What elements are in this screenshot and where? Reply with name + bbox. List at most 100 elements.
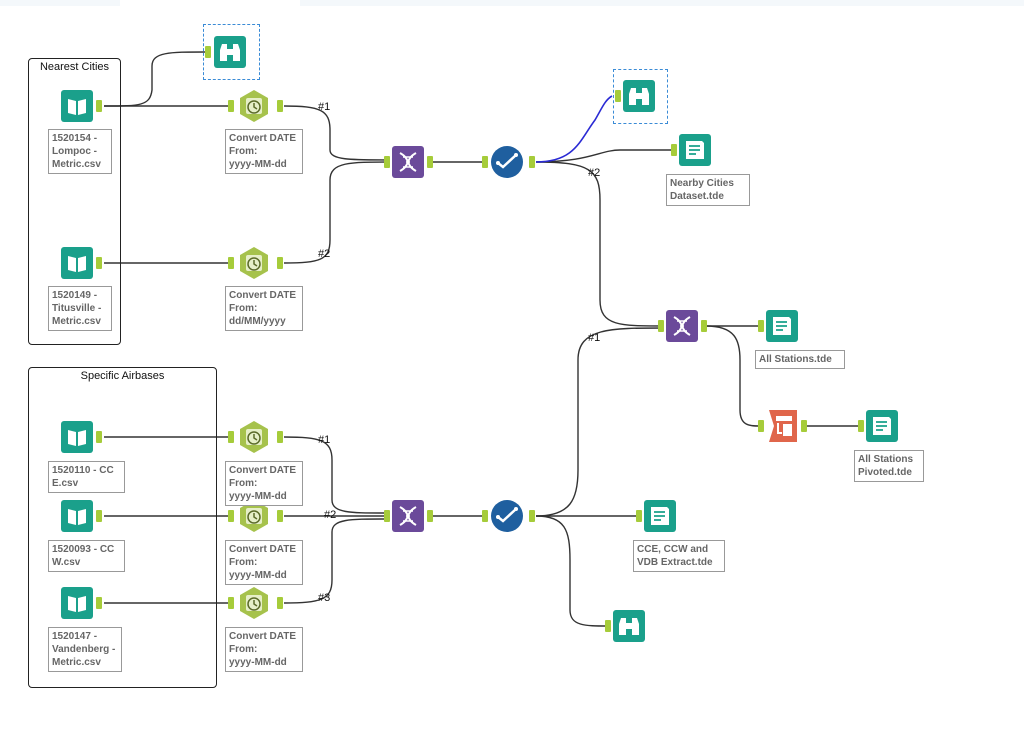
output-anchor[interactable] (277, 431, 283, 443)
input-label-titusville: 1520149 - Titusville - Metric.csv (48, 286, 112, 331)
wire-union2-transpose[interactable] (705, 325, 761, 427)
input-tool-vandenberg[interactable] (60, 586, 94, 620)
output-anchor[interactable] (701, 320, 707, 332)
container-title: Specific Airbases (80, 370, 165, 382)
output-anchor[interactable] (427, 510, 433, 522)
formula-tool-3[interactable] (237, 420, 271, 454)
output-anchor[interactable] (529, 510, 535, 522)
output-anchor[interactable] (96, 100, 102, 112)
input-anchor[interactable] (205, 46, 211, 58)
output-label-all-stations: All Stations.tde (755, 350, 845, 369)
input-anchor[interactable] (228, 100, 234, 112)
input-label-ccw: 1520093 - CC W.csv (48, 540, 125, 572)
input-anchor[interactable] (658, 320, 664, 332)
input-anchor[interactable] (636, 510, 642, 522)
wire-formula3-union3[interactable] (283, 436, 385, 514)
clock-formula-icon (240, 500, 268, 532)
formula-tool-4[interactable] (237, 499, 271, 533)
container-title: Nearest Cities (39, 61, 110, 73)
input-anchor[interactable] (228, 257, 234, 269)
transpose-icon (769, 410, 797, 442)
input-tool-ccw[interactable] (60, 499, 94, 533)
wire-select2-union2[interactable] (535, 327, 665, 517)
output-label-pivoted: All Stations Pivoted.tde (854, 450, 924, 482)
formula-label-3: Convert DATE From: yyyy-MM-dd (225, 461, 303, 506)
union-tool-1[interactable] (391, 145, 425, 179)
input-anchor[interactable] (228, 597, 234, 609)
canvas-top-strip (0, 0, 1024, 6)
browse-tool-bottom[interactable] (612, 609, 646, 643)
binoculars-icon (623, 80, 655, 112)
input-anchor[interactable] (228, 510, 234, 522)
output-tool-all-stations[interactable] (765, 309, 799, 343)
union-tool-3[interactable] (391, 499, 425, 533)
binoculars-icon (613, 610, 645, 642)
connection-label: #3 (318, 592, 331, 604)
container-nearest-cities[interactable]: Nearest Cities (28, 58, 121, 345)
output-anchor[interactable] (96, 597, 102, 609)
browse-selection-box (203, 24, 260, 80)
select-tool-2[interactable] (490, 499, 524, 533)
output-tool-pivoted[interactable] (865, 409, 899, 443)
output-anchor[interactable] (427, 156, 433, 168)
output-tool-cce-extract[interactable] (643, 499, 677, 533)
output-anchor[interactable] (277, 257, 283, 269)
output-anchor[interactable] (277, 510, 283, 522)
input-anchor[interactable] (482, 156, 488, 168)
formula-label-2: Convert DATE From: dd/MM/yyyy (225, 286, 303, 331)
input-anchor[interactable] (858, 420, 864, 432)
wire-formula1-union1[interactable] (283, 105, 391, 161)
input-anchor[interactable] (671, 144, 677, 156)
input-anchor[interactable] (228, 431, 234, 443)
input-label-lompoc: 1520154 - Lompoc - Metric.csv (48, 129, 112, 174)
formula-tool-5[interactable] (237, 586, 271, 620)
output-anchor[interactable] (96, 431, 102, 443)
clock-formula-icon (240, 421, 268, 453)
connection-label: #1 (588, 332, 601, 344)
input-tool-cce[interactable] (60, 420, 94, 454)
formula-label-4: Convert DATE From: yyyy-MM-dd (225, 540, 303, 585)
input-tool-titusville[interactable] (60, 246, 94, 280)
input-anchor[interactable] (758, 320, 764, 332)
wire-select1-browse-selected[interactable] (535, 95, 613, 163)
output-anchor[interactable] (801, 420, 807, 432)
wire-select2-browse[interactable] (535, 515, 609, 627)
wire-select1-union2[interactable] (535, 161, 665, 327)
input-tool-lompoc[interactable] (60, 89, 94, 123)
wire-select1-output[interactable] (535, 149, 672, 163)
union-tool-2[interactable] (665, 309, 699, 343)
wire-formula5-union3[interactable] (283, 518, 385, 604)
book-icon (61, 500, 93, 532)
output-file-icon (679, 134, 711, 166)
book-icon (61, 421, 93, 453)
output-file-icon (866, 410, 898, 442)
output-anchor[interactable] (277, 100, 283, 112)
connection-label: #2 (324, 509, 337, 521)
output-anchor[interactable] (96, 257, 102, 269)
input-anchor[interactable] (482, 510, 488, 522)
transpose-tool[interactable] (766, 409, 800, 443)
input-anchor[interactable] (384, 156, 390, 168)
formula-tool-2[interactable] (237, 246, 271, 280)
select-tool-1[interactable] (490, 145, 524, 179)
formula-label-1: Convert DATE From: yyyy-MM-dd (225, 129, 303, 174)
input-label-cce: 1520110 - CC E.csv (48, 461, 125, 493)
browse-tool-top[interactable] (213, 35, 247, 69)
output-tool-nearby[interactable] (678, 133, 712, 167)
input-anchor[interactable] (605, 620, 611, 632)
output-anchor[interactable] (529, 156, 535, 168)
container-specific-airbases[interactable]: Specific Airbases (28, 367, 217, 688)
browse-tool-mid[interactable] (622, 79, 656, 113)
output-anchor[interactable] (96, 510, 102, 522)
connection-label: #1 (318, 434, 331, 446)
binoculars-icon (214, 36, 246, 68)
dna-union-icon (666, 310, 698, 342)
formula-tool-1[interactable] (237, 89, 271, 123)
wire-formula2-union1[interactable] (283, 161, 391, 264)
dna-union-icon (392, 500, 424, 532)
output-anchor[interactable] (277, 597, 283, 609)
input-anchor[interactable] (384, 510, 390, 522)
input-anchor[interactable] (758, 420, 764, 432)
input-anchor[interactable] (615, 90, 621, 102)
